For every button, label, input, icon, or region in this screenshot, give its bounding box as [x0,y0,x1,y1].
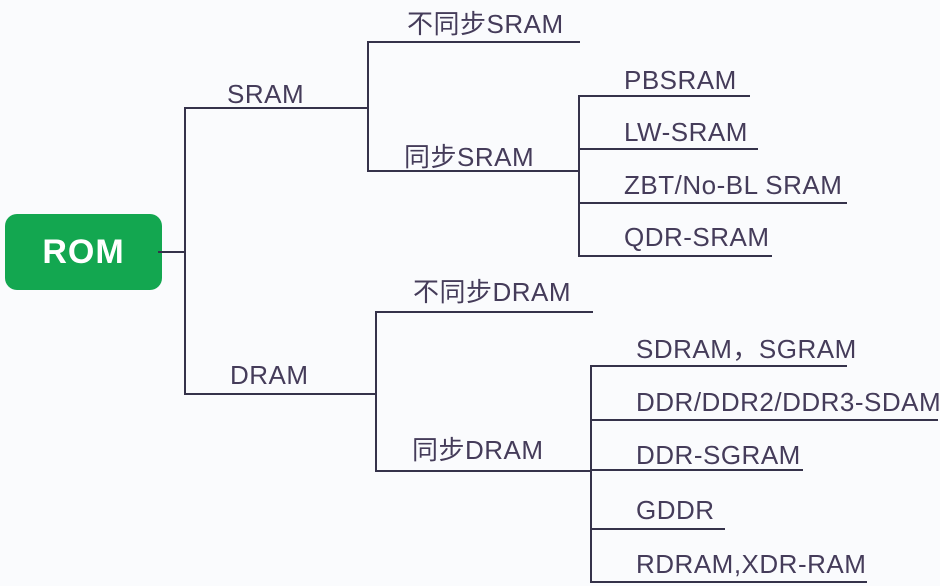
node-zbt-sram: ZBT/No-BL SRAM [624,170,843,200]
underline-sram [184,107,369,109]
node-ddr-sdam: DDR/DDR2/DDR3-SDAM [636,387,940,417]
underline-lw-sram [578,148,758,150]
node-dram: DRAM [230,360,309,390]
node-sdram-sgram: SDRAM，SGRAM [636,334,857,364]
node-lw-sram: LW-SRAM [624,117,748,147]
node-sync-sram: 同步SRAM [404,142,535,172]
node-rom: ROM [5,214,162,290]
underline-sync-dram [375,470,592,472]
node-async-dram: 不同步DRAM [413,277,572,307]
trunk-sync-sram-children [578,95,580,257]
trunk-sync-dram-children [590,365,592,583]
node-pbsram: PBSRAM [624,65,737,95]
node-rdram-xdr: RDRAM,XDR-RAM [636,549,867,579]
node-qdr-sram: QDR-SRAM [624,222,770,252]
node-async-sram: 不同步SRAM [407,9,564,39]
underline-sync-sram [367,170,579,172]
underline-rdram-xdr [590,581,867,583]
underline-sdram-sgram [590,365,847,367]
node-gddr: GDDR [636,495,715,525]
underline-ddr-sgram [590,469,803,471]
node-sram: SRAM [227,79,305,109]
trunk-dram-children [375,311,377,472]
underline-gddr [590,528,725,530]
underline-pbsram [578,95,750,97]
underline-ddr-sdam [590,419,938,421]
underline-zbt-sram [578,202,847,204]
node-ddr-sgram: DDR-SGRAM [636,440,801,470]
connector-rom [158,251,185,253]
underline-qdr-sram [578,255,772,257]
underline-dram [184,393,377,395]
trunk-sram-children [367,41,369,172]
trunk-rom-children [184,107,186,395]
node-sync-dram: 同步DRAM [412,435,544,465]
underline-async-sram [367,41,580,43]
underline-async-dram [375,311,593,313]
